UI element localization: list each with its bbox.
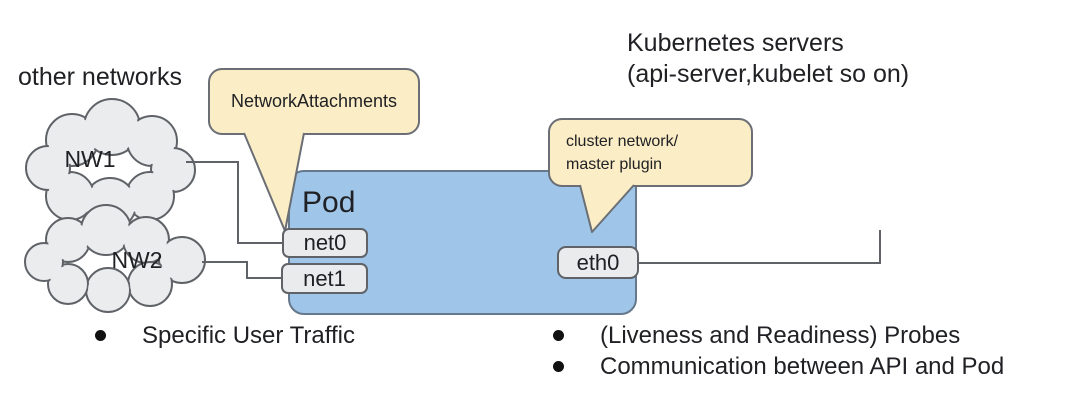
bullet-probes: (Liveness and Readiness) Probes — [600, 322, 961, 349]
kubernetes-servers-heading: Kubernetes servers (api-server,kubelet s… — [627, 28, 909, 90]
network-attachments-callout-text: NetworkAttachments — [230, 91, 398, 111]
bullet-communication-api-pod: Communication between API and Pod — [600, 353, 1005, 380]
connector-nw2-to-net1 — [202, 261, 282, 279]
bullet-specific-user-traffic: Specific User Traffic — [142, 322, 355, 349]
cloud-nw2-shape — [24, 204, 206, 313]
cloud-nw1-label: NW1 — [64, 146, 116, 172]
kubernetes-servers-line1: Kubernetes servers — [627, 29, 844, 57]
bullet-dot — [95, 330, 106, 341]
kubernetes-servers-line2: (api-server,kubelet so on) — [627, 60, 910, 88]
cluster-network-callout-line1: cluster network/ — [566, 133, 679, 150]
bullet-dot — [553, 330, 564, 341]
network-attachments-callout: NetworkAttachments — [208, 68, 420, 135]
cloud-nw2-label: NW2 — [111, 247, 163, 273]
net1-label: net1 — [303, 265, 346, 291]
cluster-network-callout: cluster network/ master plugin — [548, 118, 753, 187]
net0-label: net0 — [303, 230, 347, 255]
connector-nw1-to-net0 — [186, 161, 283, 244]
other-networks-heading: other networks — [18, 63, 182, 91]
eth0-label: eth0 — [576, 249, 620, 275]
net0-interface-box: net0 — [282, 228, 368, 258]
cluster-network-callout-line2: master plugin — [566, 156, 663, 173]
pod-label: Pod — [302, 186, 356, 219]
net1-interface-box: net1 — [281, 263, 368, 294]
eth0-interface-box: eth0 — [557, 246, 639, 279]
connector-eth0-to-kubernetes — [637, 230, 881, 264]
cloud-nw1-shape — [25, 98, 196, 231]
bullet-dot — [553, 361, 564, 372]
